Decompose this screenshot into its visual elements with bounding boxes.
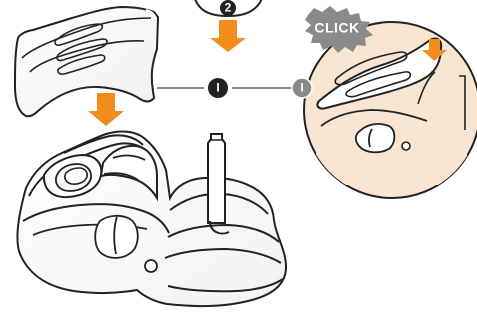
base-appliance: [16, 130, 288, 307]
detail-down-arrow: [422, 39, 447, 61]
click-label: CLICK: [314, 20, 359, 36]
detail-step-label: I: [300, 81, 303, 95]
step-2-label: 2: [225, 1, 232, 15]
top-step-circle: 2: [194, 0, 263, 18]
connector: I: [157, 78, 300, 98]
top-down-arrow: [210, 20, 246, 52]
main-down-arrow: [88, 93, 124, 126]
click-burst: CLICK: [305, 6, 373, 53]
main-step-label: I: [216, 81, 219, 95]
loose-lid: [13, 5, 160, 118]
detail-callout: CLICK I: [291, 6, 477, 199]
